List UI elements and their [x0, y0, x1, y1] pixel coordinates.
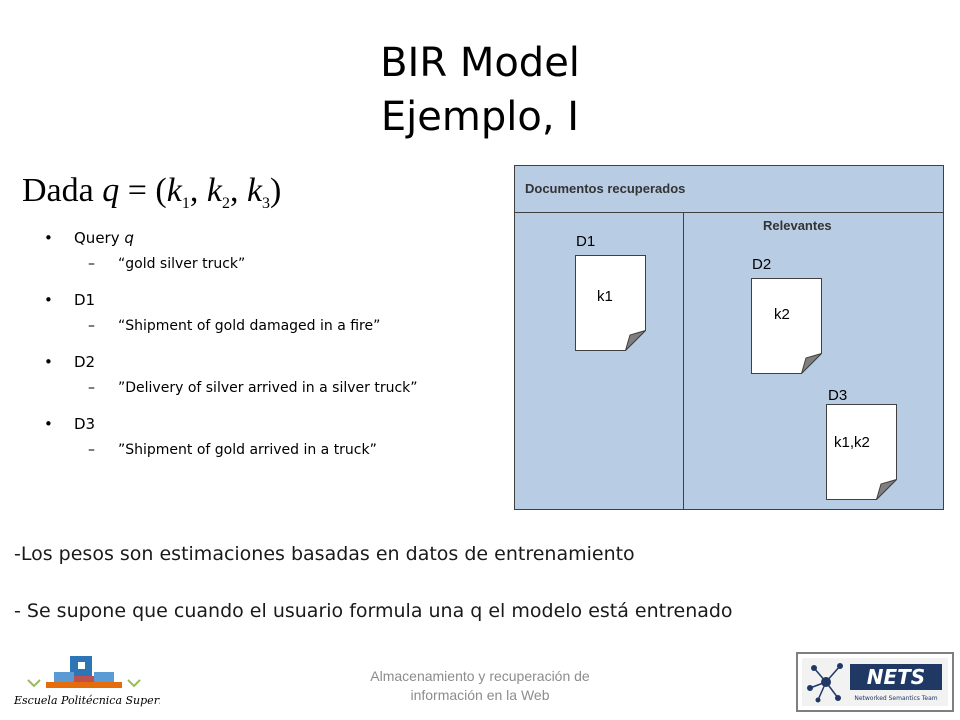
- formula-k2: k: [206, 172, 222, 209]
- doc-d3-keys: k1,k2: [834, 434, 870, 451]
- bullet-query-label: Query: [74, 229, 125, 247]
- nets-logo-text: NETS: [867, 665, 925, 689]
- eps-logo-text: Escuela Politécnica Superior: [13, 694, 160, 707]
- bullet-d3-text: ”Shipment of gold arrived in a truck”: [44, 440, 504, 460]
- retrieved-documents-diagram: Documentos recuperados Relevantes D1 k1 …: [514, 165, 944, 510]
- formula-comma-2: ,: [229, 172, 247, 209]
- bullet-d2-text: ”Delivery of silver arrived in a silver …: [44, 378, 504, 398]
- formula-lead: Dada: [22, 172, 94, 209]
- nets-logo-subtext: Networked Semantics Team: [854, 695, 937, 702]
- bullet-query: Query q: [44, 228, 504, 248]
- diagram-divider: [683, 212, 684, 510]
- nets-logo: NETS Networked Semantics Team: [796, 652, 954, 712]
- bullet-list: Query q “gold silver truck” D1 “Shipment…: [44, 228, 504, 476]
- eps-logo: Escuela Politécnica Superior: [12, 656, 160, 710]
- doc-d1-keys: k1: [597, 288, 613, 305]
- doc-d3-label: D3: [828, 387, 848, 404]
- query-formula: Dada q = (k1, k2, k3): [22, 168, 322, 214]
- relevant-label: Relevantes: [763, 218, 832, 233]
- note-trained-model: - Se supone que cuando el usuario formul…: [14, 600, 733, 622]
- doc-d1-label: D1: [576, 233, 596, 250]
- formula-sub-1: 1: [181, 195, 190, 212]
- formula-sub-3: 3: [262, 195, 271, 212]
- footer-line-1: Almacenamiento y recuperación de: [370, 668, 590, 684]
- formula-k3: k: [246, 172, 263, 209]
- slide-title: BIR Model Ejemplo, I: [0, 36, 960, 144]
- doc-d2-label: D2: [752, 256, 772, 273]
- formula-sub-2: 2: [221, 195, 230, 212]
- doc-d2-keys: k2: [774, 306, 790, 323]
- formula-q: q: [102, 172, 120, 209]
- note-weights: -Los pesos son estimaciones basadas en d…: [14, 543, 635, 565]
- bullet-d3: D3: [44, 414, 504, 434]
- diagram-header-band: [515, 166, 943, 213]
- bullet-d1: D1: [44, 290, 504, 310]
- diagram-header-label: Documentos recuperados: [525, 181, 686, 196]
- title-line-2: Ejemplo, I: [380, 94, 580, 140]
- footer-line-2: información en la Web: [410, 687, 550, 703]
- bullet-query-text: “gold silver truck”: [44, 254, 504, 274]
- doc-d2-icon: [751, 278, 822, 374]
- title-line-1: BIR Model: [380, 40, 580, 86]
- formula-close: ): [270, 172, 282, 209]
- formula-comma-1: ,: [189, 172, 207, 209]
- doc-d3-icon: [826, 404, 897, 500]
- bullet-query-italic: q: [124, 229, 134, 247]
- formula-k1: k: [166, 172, 182, 209]
- formula-eq: = (: [119, 172, 167, 209]
- bullet-d2: D2: [44, 352, 504, 372]
- bullet-d1-text: “Shipment of gold damaged in a fire”: [44, 316, 504, 336]
- doc-d1-icon: [575, 255, 646, 351]
- footer: Almacenamiento y recuperación de informa…: [300, 667, 660, 705]
